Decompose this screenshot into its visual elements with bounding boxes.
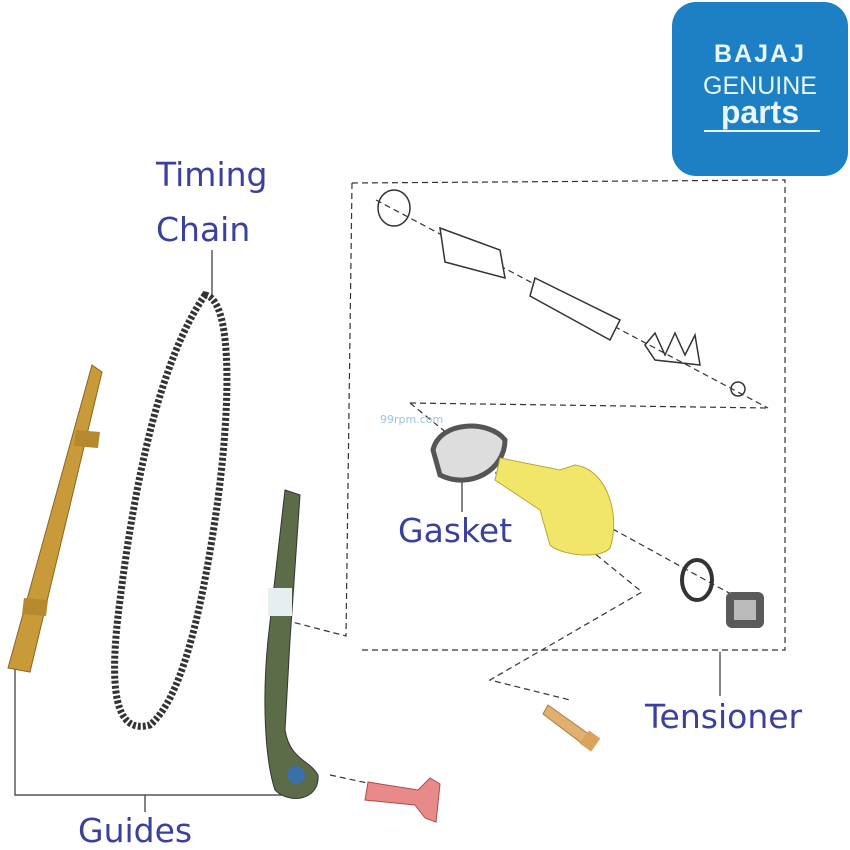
guides-label: Guides (78, 811, 193, 850)
bajaj-genuine-parts-logo: BAJAJ GENUINE parts (672, 2, 848, 176)
spring-part (644, 331, 701, 366)
tensioner-body-part (494, 457, 615, 556)
tensioner-components (377, 189, 746, 602)
red-bolt-part (364, 777, 441, 823)
plunger-housing-part (439, 226, 506, 280)
gasket-part (430, 423, 508, 483)
left-guide-part (7, 364, 103, 673)
gasket-label: Gasket (398, 511, 513, 550)
timing-chain-part (111, 291, 231, 730)
gold-bolt-part (542, 704, 601, 752)
circlip-part (377, 189, 411, 227)
logo-underline (704, 130, 820, 132)
plug-bolt-part (726, 592, 764, 628)
timing-chain-label-line2: Chain (156, 210, 251, 249)
logo-genuine: GENUINE (703, 72, 817, 100)
tensioner-label: Tensioner (645, 697, 803, 736)
small-washer-part (730, 381, 746, 397)
timing-chain-label: Timing (156, 155, 268, 194)
logo-brand: BAJAJ (714, 40, 806, 68)
leader-lines (14, 250, 721, 812)
watermark: 99rpm.com (380, 413, 444, 426)
washer-part (680, 558, 714, 602)
right-guide-part (264, 489, 319, 799)
logo-parts: parts (720, 94, 800, 130)
plunger-rod-part (529, 276, 622, 342)
